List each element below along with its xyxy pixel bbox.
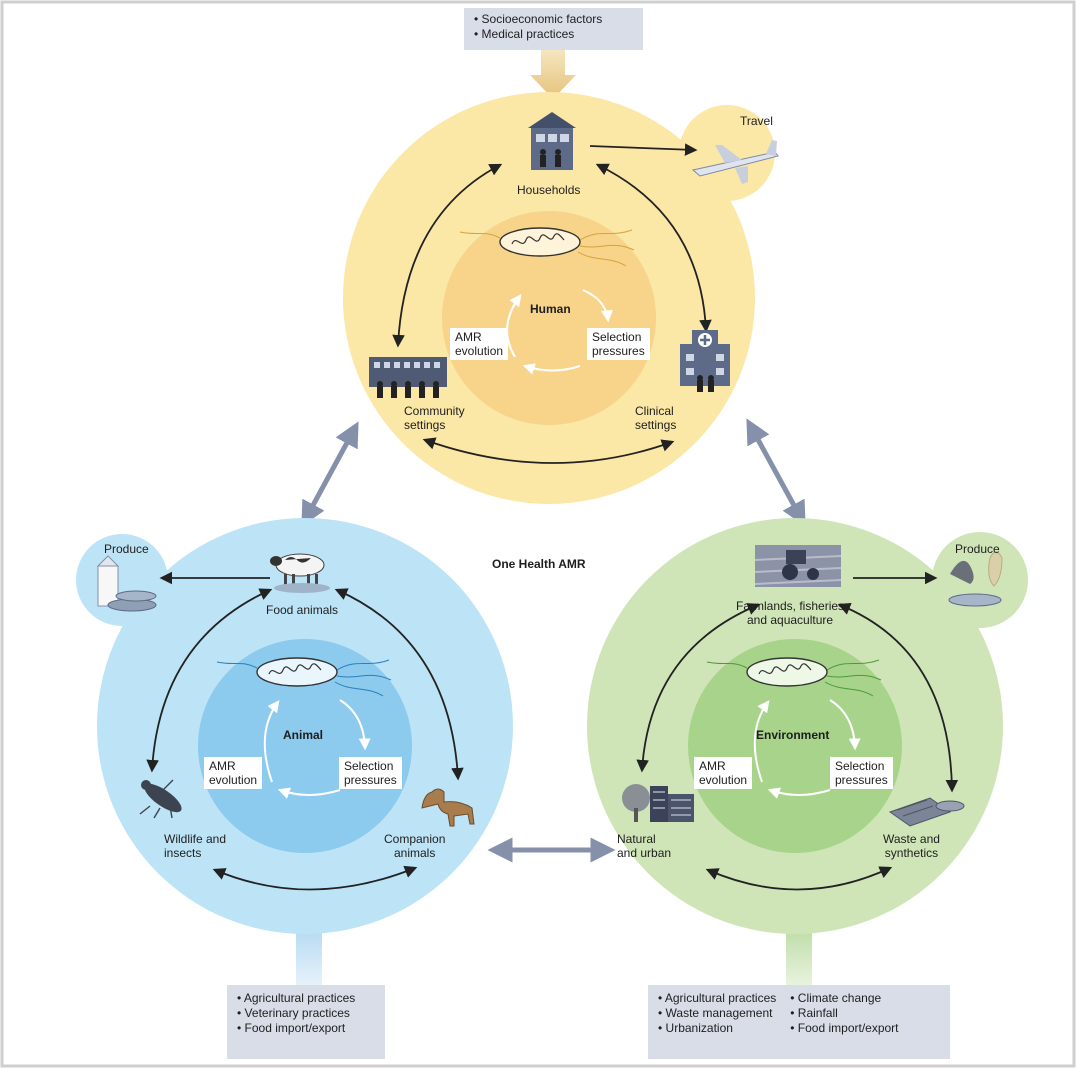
community-buildings-icon [369, 357, 447, 398]
household-icon [528, 112, 576, 170]
environment-factors-box: Agricultural practices Waste management … [648, 985, 950, 1059]
farmland-waste-arrow [837, 602, 959, 793]
environment-factor: Food import/export [790, 1021, 899, 1036]
human-cycle-right [582, 289, 614, 323]
hospital-icon [680, 330, 730, 392]
households-community-arrow [392, 163, 503, 348]
animal-label: Animal [283, 728, 324, 742]
human-factors-box: Socioeconomic factors Medical practices [464, 8, 643, 50]
human-cycle-left [506, 294, 522, 358]
animal-produce-icon [96, 555, 157, 612]
animal-cycle-right [339, 699, 371, 751]
environment-label: Environment [756, 728, 830, 742]
beetle-icon [139, 779, 182, 819]
cow-icon [270, 553, 330, 593]
airplane-icon [691, 140, 779, 184]
animal-factor: Veterinary practices [237, 1006, 375, 1021]
environment-produce-icon [948, 551, 1003, 607]
natural-waste-arrow [705, 866, 893, 891]
animal-cycle-bottom [277, 787, 341, 799]
food-animals-label: Food animals [266, 603, 339, 617]
farmland-tractor-icon [754, 545, 842, 587]
food-wildlife-arrow [146, 588, 273, 773]
human-bacterium-icon [459, 227, 635, 267]
animal-produce-label: Produce [104, 542, 149, 556]
farmland-natural-arrow [636, 603, 761, 773]
environment-factor: Agricultural practices [658, 991, 776, 1006]
households-label: Households [517, 183, 581, 197]
travel-label: Travel [740, 114, 773, 128]
environment-cycle-bottom [767, 787, 831, 799]
dog-icon [421, 788, 475, 827]
human-animal-arrow [301, 421, 359, 527]
animal-cycle-left [263, 700, 280, 783]
environment-factor: Urbanization [658, 1021, 776, 1036]
animal-bacterium-icon [216, 657, 392, 697]
environment-factor: Rainfall [790, 1006, 898, 1021]
animal-factor: Food import/export [237, 1021, 375, 1036]
animal-factors-box: Agricultural practices Veterinary practi… [227, 985, 385, 1059]
city-tree-icon [622, 784, 694, 822]
environment-factor: Climate change [790, 991, 898, 1006]
animal-factor: Agricultural practices [237, 991, 375, 1006]
environment-factor: Waste management [658, 1006, 776, 1021]
environment-cycle-left [753, 700, 770, 783]
community-clinical-arrow [422, 437, 675, 464]
human-environment-arrow [746, 418, 806, 527]
environment-produce-label: Produce [955, 542, 1000, 556]
human-factor: Medical practices [474, 27, 633, 42]
environment-cycle-right [829, 699, 861, 751]
households-clinical-arrow [595, 163, 712, 333]
wildlife-companion-arrow [212, 865, 418, 891]
diagram-title: One Health AMR [492, 557, 586, 571]
human-cycle-bottom [522, 363, 581, 375]
human-label: Human [530, 302, 571, 316]
human-factors-arrow [530, 50, 576, 99]
waste-synthetics-icon [888, 797, 965, 827]
households-travel-arrow [589, 143, 698, 156]
food-companion-arrow [334, 588, 464, 781]
human-factor: Socioeconomic factors [474, 12, 633, 27]
environment-bacterium-icon [706, 657, 882, 697]
